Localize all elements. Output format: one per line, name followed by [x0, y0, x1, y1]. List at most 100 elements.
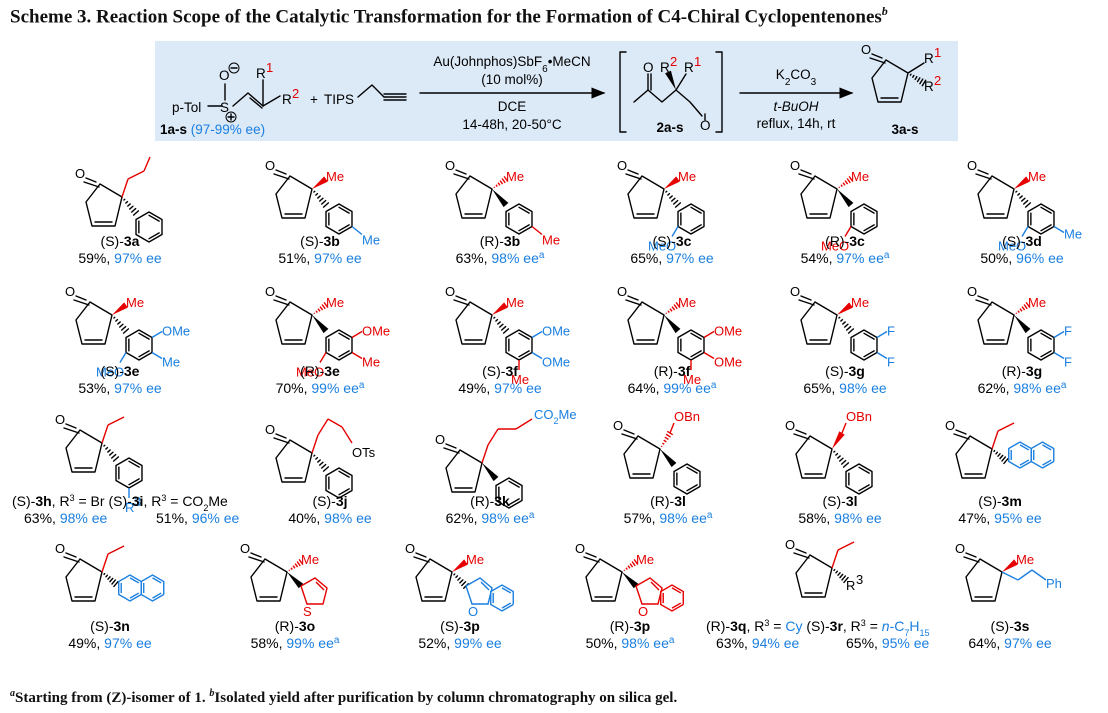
hash-stroke [313, 312, 316, 315]
hash-stroke [1003, 457, 1009, 465]
hash-stroke [298, 558, 304, 566]
hash-stroke [669, 195, 673, 199]
aromatic-double [858, 484, 870, 492]
hash-stroke [105, 446, 109, 450]
compound-label: (R)-3e [300, 363, 340, 379]
wedge-bond [660, 449, 677, 468]
methyl-label: Me [362, 355, 380, 370]
methoxy-label: OMe [542, 324, 570, 339]
cyclopentenone-ring [85, 183, 123, 227]
hash-stroke [833, 450, 836, 453]
wedge-bond [1014, 315, 1031, 334]
yield-ee: 59%, 97% ee [78, 250, 162, 266]
hash-stroke [319, 461, 324, 466]
aromatic-ring [505, 329, 533, 361]
aromatic-double [501, 587, 512, 594]
base-label: K2CO3 [776, 67, 817, 88]
methyl-label: Me [1016, 552, 1034, 567]
aromatic-double [858, 466, 870, 474]
hash-stroke [842, 462, 850, 468]
compound-label: (S)-3l [822, 493, 857, 509]
hash-stroke [502, 328, 510, 334]
carbonyl [975, 299, 992, 306]
hash-stroke [501, 178, 506, 184]
compound-label: (S)-3m [978, 493, 1022, 509]
r2-label: R [924, 79, 934, 94]
compound-label: (S)-3p [440, 618, 480, 634]
methyl-label: Me [683, 372, 701, 387]
carbonyl [625, 299, 642, 306]
methoxy-label: MeO [648, 239, 676, 254]
fluorine-label: F [887, 324, 895, 339]
methoxy-label: OMe [362, 324, 390, 339]
carbonyl-oxygen: O [785, 418, 795, 433]
hash-stroke [916, 77, 921, 83]
hash-bond [909, 73, 927, 87]
carbonyl [453, 173, 470, 180]
oxygen-label: O [468, 604, 478, 619]
aromatic-double [518, 350, 530, 358]
yield-ee: 62%, 98% eea [446, 510, 535, 527]
yield-ee: 49%, 97% ee [68, 635, 152, 651]
methoxy-label: MeO [821, 239, 849, 254]
hash-bond [1015, 190, 1032, 208]
hash-stroke [1015, 312, 1018, 315]
compound-label: (R)-3f [654, 363, 691, 379]
fluorine-label: F [887, 355, 895, 370]
hash-stroke [109, 451, 114, 456]
propyl-bond [121, 178, 129, 198]
methyl-label: Me [506, 295, 524, 310]
r2-bond [262, 95, 281, 107]
hash-stroke [122, 328, 130, 334]
hash-bond [493, 316, 510, 334]
propyl-bond [997, 422, 1015, 432]
methoxy-label: OMe [162, 324, 190, 339]
carbonyl [75, 295, 87, 301]
hash-stroke [847, 328, 855, 334]
carbonyl-oxygen: O [55, 412, 65, 427]
wedge-bond [112, 302, 128, 315]
aromatic-double [1040, 332, 1052, 340]
hash-stroke [292, 565, 296, 569]
hash-stroke [839, 573, 844, 579]
carbonyl [445, 443, 457, 449]
cyclopentenone-ring [795, 554, 833, 598]
hash-stroke [660, 445, 663, 448]
carbonyl-oxygen: O [967, 158, 977, 173]
methoxy-label: OMe [714, 355, 742, 370]
yield-ee: 63%, 98% eea [456, 250, 545, 267]
chain-bond [317, 418, 329, 436]
aromatic-ring [660, 584, 684, 612]
methyl-label: Me [1064, 227, 1082, 242]
carbonyl-oxygen: O [75, 166, 85, 181]
hash-stroke [129, 205, 134, 210]
hash-stroke [120, 325, 127, 331]
aromatic-ring [677, 203, 705, 235]
carbonyl-oxygen: O [265, 158, 275, 173]
fluoro-bond [876, 330, 888, 339]
cyclopentenone-ring [455, 301, 493, 345]
hash-stroke [459, 579, 464, 584]
wedge-bond [312, 176, 328, 189]
aromatic-ring [490, 584, 514, 612]
hash-bond [1015, 301, 1031, 315]
hash-stroke [461, 581, 467, 587]
wedge-bond [1002, 559, 1018, 572]
hash-stroke [109, 577, 114, 583]
hash-stroke [1025, 301, 1031, 309]
carbonyl-oxygen: O [955, 541, 965, 556]
cyclopentenone-ring [445, 449, 483, 493]
footnote: aStarting from (Z)-isomer of 1. bIsolate… [10, 688, 678, 706]
hash-stroke [838, 316, 841, 319]
wedge-bond [622, 572, 639, 589]
cyclopentenone-ring [977, 301, 1015, 345]
hash-stroke [117, 321, 121, 325]
aromatic-double [338, 350, 350, 358]
r2-label: R [282, 92, 292, 107]
hash-bond [660, 430, 674, 448]
hash-stroke [495, 318, 499, 322]
compound-label: (S)-3g [825, 363, 865, 379]
bracket-left [619, 51, 627, 133]
hash-stroke [112, 456, 120, 462]
aromatic-double [1042, 459, 1052, 466]
